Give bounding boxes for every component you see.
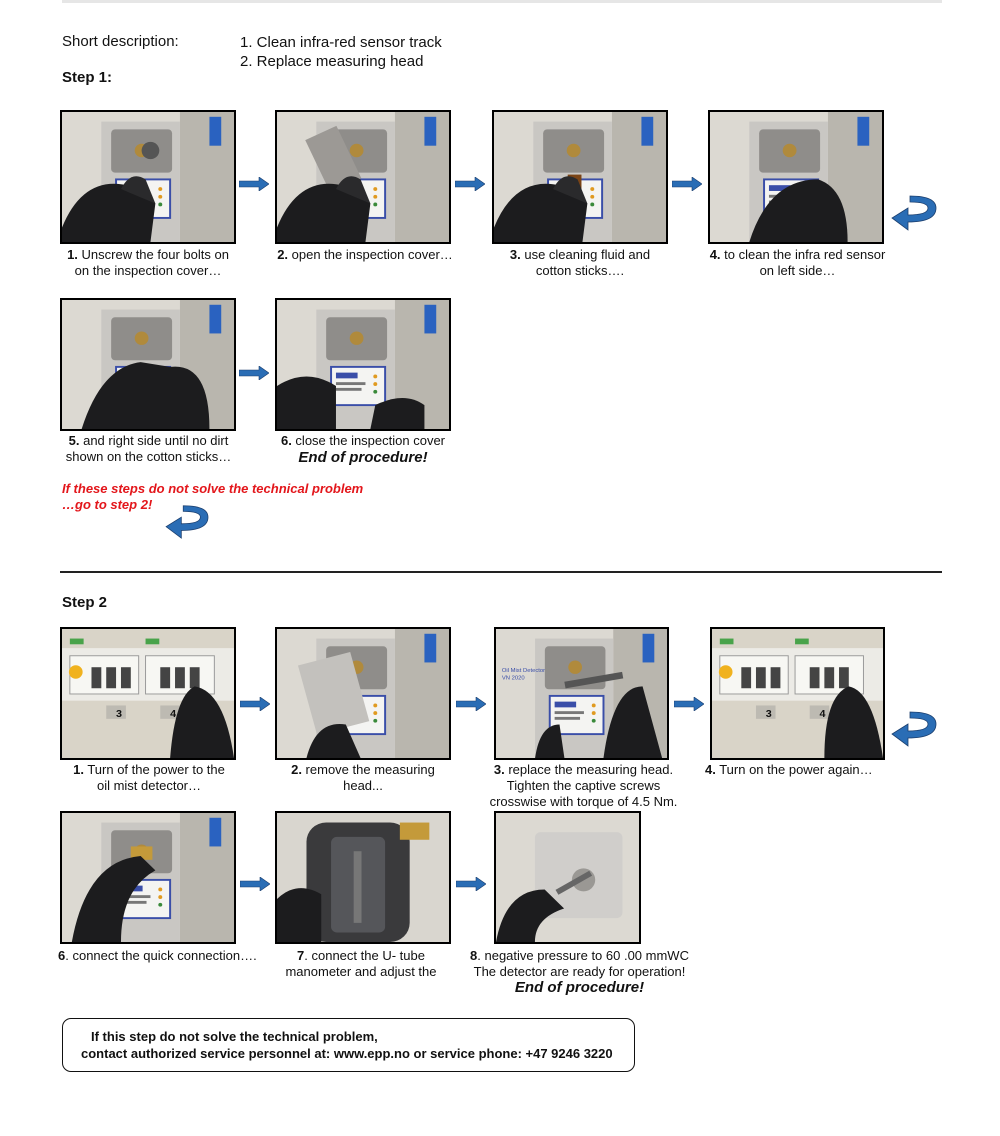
step2-photo-4: 3 4 [710,627,885,760]
short-description-list: 1. Clean infra-red sensor track 2. Repla… [240,33,442,71]
step1-photo-4 [708,110,884,244]
step2-photo-1: 3 4 [60,627,236,760]
arrow-right-icon [455,177,485,191]
uturn-arrow-icon [165,505,209,539]
step1-caption-5: 5. and right side until no dirt shown on… [65,433,232,464]
short-description-item: 1. Clean infra-red sensor track [240,34,442,51]
uturn-arrow-icon [891,195,937,231]
arrow-right-icon [240,877,270,891]
arrow-right-icon [456,697,486,711]
svg-text:VN 2020: VN 2020 [502,676,525,682]
step2-caption-6: 6. connect the quick connection…. [58,948,257,963]
arrow-right-icon [239,177,269,191]
step1-note: If these steps do not solve the technica… [62,481,364,512]
step1-caption-4: 4. to clean the infra red sensor on left… [709,247,886,278]
step2-caption-2: 2. remove the measuring head... [291,762,435,793]
step2-photo-8 [494,811,641,944]
step2-title: Step 2 [62,594,108,611]
step2-photo-3: Oil Mist Detector VN 2020 [494,627,669,760]
step1-photo-1 [60,110,236,244]
step1-photo-3 [492,110,668,244]
svg-text:3: 3 [766,708,772,720]
step2-end-text: End of procedure! [514,979,645,996]
step2-photo-6 [60,811,236,944]
svg-text:Oil Mist Detector: Oil Mist Detector [502,668,545,674]
step1-end-text: End of procedure! [298,449,428,466]
step1-photo-5 [60,298,236,431]
step2-caption-7: 7. connect the U- tube manometer and adj… [285,948,437,979]
arrow-right-icon [674,697,704,711]
contact-line-2: contact authorized service personnel at:… [81,1046,613,1061]
step1-caption-6: 6. close the inspection cover [280,433,446,448]
arrow-right-icon [672,177,702,191]
uturn-arrow-icon [891,711,937,747]
step2-caption-8: 8. negative pressure to 60 .00 mmWC The … [470,948,689,979]
svg-text:4: 4 [170,708,176,720]
step1-caption-3: 3. use cleaning fluid and cotton sticks…… [509,247,651,278]
step2-caption-4: 4. Turn on the power again… [705,762,873,777]
short-description-label: Short description: [62,33,179,50]
svg-text:3: 3 [116,708,122,720]
arrow-right-icon [239,366,269,380]
step2-photo-7 [275,811,451,944]
step2-photo-2 [275,627,451,760]
section-divider [60,571,942,573]
step2-caption-3: 3. replace the measuring head. Tighten t… [489,762,678,809]
top-rule [62,0,942,3]
step2-caption-1: 1. Turn of the power to the oil mist det… [73,762,225,793]
step1-photo-6 [275,298,451,431]
contact-line-1: If this step do not solve the technical … [91,1029,378,1044]
arrow-right-icon [240,697,270,711]
step1-title: Step 1: [62,69,113,86]
step1-photo-2 [275,110,451,244]
contact-box: If this step do not solve the technical … [62,1018,635,1072]
step1-caption-1: 1. Unscrew the four bolts on on the insp… [67,247,229,278]
arrow-right-icon [456,877,486,891]
step1-caption-2: 2. open the inspection cover… [277,247,453,262]
svg-text:4: 4 [819,708,825,720]
short-description-item: 2. Replace measuring head [240,53,424,70]
